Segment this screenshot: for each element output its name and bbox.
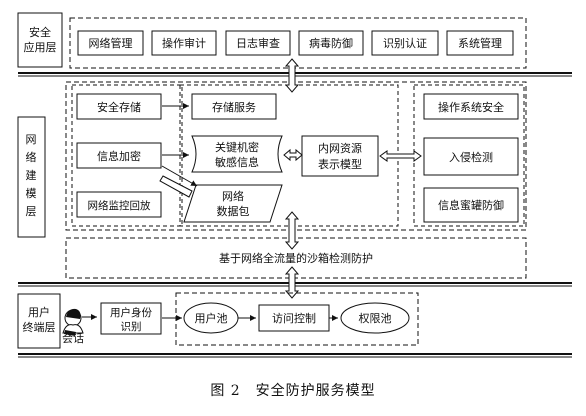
sensitive-line-1: 关键机密 xyxy=(215,140,259,154)
svg-text:入侵检测: 入侵检测 xyxy=(449,150,493,164)
app-module-virus-defense: 病毒防御 xyxy=(298,30,364,56)
layer-network-char-2: 络 xyxy=(26,150,37,164)
sensitive-line-2: 敏感信息 xyxy=(215,155,259,169)
session-label: 会话 xyxy=(62,332,84,345)
app-layer-dashed-frame xyxy=(69,17,527,69)
layer-application-line-2: 应用层 xyxy=(24,40,57,54)
svg-text:操作审计: 操作审计 xyxy=(162,36,206,50)
box-info-encryption: 信息加密 xyxy=(76,142,162,169)
access-control-box: 访问控制 xyxy=(258,304,330,332)
svg-text:操作系统安全: 操作系统安全 xyxy=(438,100,504,114)
app-module-system-mgmt: 系统管理 xyxy=(446,30,514,56)
permission-pool-ellipse: 权限池 xyxy=(340,302,410,334)
auth-line-1: 用户身份 xyxy=(110,306,152,319)
center-line-1: 内网资源 xyxy=(318,141,362,155)
svg-text:网络监控回放: 网络监控回放 xyxy=(88,199,151,212)
box-storage-service: 存储服务 xyxy=(191,93,277,120)
svg-text:存储服务: 存储服务 xyxy=(212,100,256,114)
svg-text:病毒防御: 病毒防御 xyxy=(309,36,353,50)
auth-line-2: 识别 xyxy=(121,321,142,333)
box-network-monitor-replay: 网络监控回放 xyxy=(76,191,162,218)
svg-text:权限池: 权限池 xyxy=(359,312,392,325)
layer-terminal-line-1: 用户 xyxy=(28,305,50,319)
app-module-log-review: 日志审查 xyxy=(225,30,291,56)
packet-line-1: 网络 xyxy=(222,189,244,203)
box-network-packet: 网络 数据包 xyxy=(183,184,283,223)
svg-text:网络管理: 网络管理 xyxy=(89,36,133,50)
access-control-dashed-frame xyxy=(175,292,419,346)
svg-text:日志审查: 日志审查 xyxy=(236,36,280,50)
user-pool-ellipse: 用户池 xyxy=(183,302,239,334)
double-arrow-center-to-right xyxy=(379,150,422,162)
layer-label-application: 安全 应用层 xyxy=(17,12,63,68)
vertical-connector-app-network xyxy=(284,58,300,93)
vertical-connector-sandbox-terminal xyxy=(284,266,300,299)
layer-label-network: 网 络 建 模 层 xyxy=(17,116,46,238)
layer-network-char-1: 网 xyxy=(26,133,37,146)
box-os-security: 操作系统安全 xyxy=(423,93,519,120)
svg-text:用户池: 用户池 xyxy=(195,311,228,325)
svg-text:信息蜜罐防御: 信息蜜罐防御 xyxy=(438,198,504,212)
box-honeypot-defense: 信息蜜罐防御 xyxy=(423,187,519,223)
layer-label-terminal: 用户 终端层 xyxy=(17,293,61,349)
figure-caption: 图 2 安全防护服务模型 xyxy=(210,382,375,399)
app-module-network-mgmt: 网络管理 xyxy=(77,30,144,56)
svg-text:安全存储: 安全存储 xyxy=(97,100,141,114)
session-user-icon xyxy=(62,308,84,336)
box-intrusion-detection: 入侵检测 xyxy=(423,137,519,176)
svg-text:信息加密: 信息加密 xyxy=(97,149,141,163)
svg-text:基于网络全流量的沙箱检测防护: 基于网络全流量的沙箱检测防护 xyxy=(219,251,373,265)
app-module-operation-audit: 操作审计 xyxy=(151,30,217,56)
box-user-identity-auth: 用户身份 识别 xyxy=(100,302,162,335)
layer-application-line-1: 安全 xyxy=(29,25,51,39)
center-line-2: 表示模型 xyxy=(318,157,362,171)
svg-text:系统管理: 系统管理 xyxy=(458,36,502,50)
double-arrow-middle-to-center xyxy=(283,148,303,162)
arrows-left-to-middle xyxy=(159,103,198,198)
app-module-identity-auth: 识别认证 xyxy=(371,30,439,56)
box-intranet-resource-model: 内网资源 表示模型 xyxy=(301,135,379,177)
svg-text:识别认证: 识别认证 xyxy=(383,37,427,50)
layer-network-char-5: 层 xyxy=(26,205,37,218)
packet-line-2: 数据包 xyxy=(217,204,250,218)
box-secure-storage: 安全存储 xyxy=(76,93,162,120)
layer-network-char-4: 模 xyxy=(26,187,37,200)
layer-network-char-3: 建 xyxy=(26,168,37,182)
svg-text:访问控制: 访问控制 xyxy=(272,311,316,325)
layer-terminal-line-2: 终端层 xyxy=(23,320,56,334)
box-sensitive-info: 关键机密 敏感信息 xyxy=(191,135,283,173)
vertical-connector-network-sandbox xyxy=(284,211,300,250)
